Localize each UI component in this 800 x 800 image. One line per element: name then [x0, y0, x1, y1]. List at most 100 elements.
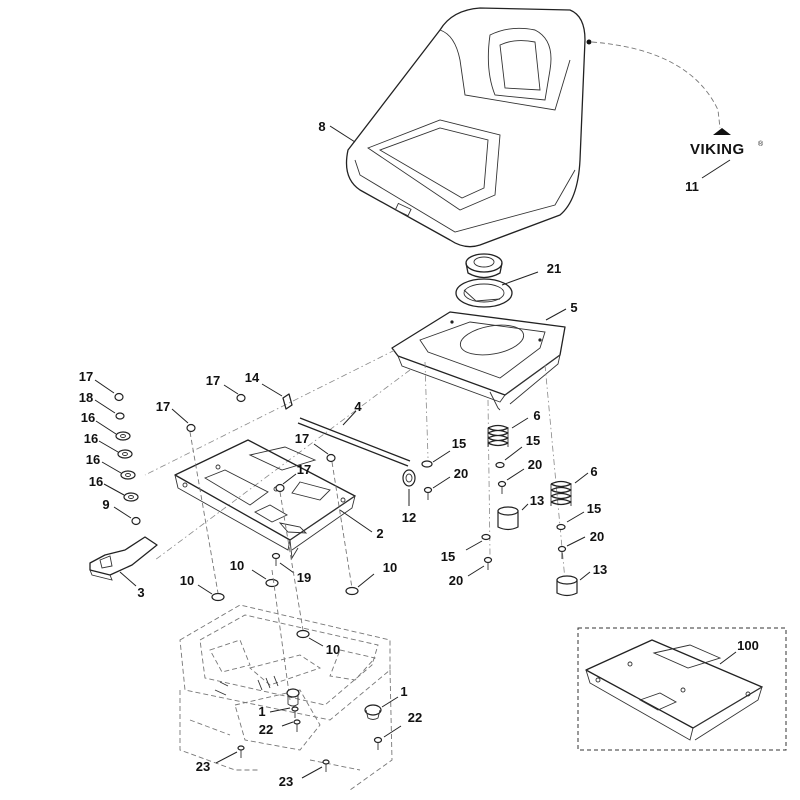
leader-8 [329, 125, 356, 143]
callout-17-d: 17 [295, 431, 309, 446]
callout-100: 100 [737, 638, 759, 653]
viking-logo: VIKING ® [690, 128, 764, 158]
leader-100 [719, 651, 737, 665]
callout-16-a: 16 [81, 410, 95, 425]
callout-16-d: 16 [89, 474, 103, 489]
callout-15-b: 15 [526, 433, 540, 448]
callout-23-a: 23 [196, 759, 210, 774]
callout-15-a: 15 [452, 436, 466, 451]
leader-20-d [467, 565, 485, 577]
left-hardware-stack [114, 392, 141, 526]
bushing-1-a [291, 706, 299, 718]
spring-6-b [550, 480, 572, 506]
callout-16-b: 16 [84, 431, 98, 446]
callout-5: 5 [570, 300, 577, 315]
leader-23-b [301, 766, 323, 779]
pivot-rod [297, 417, 411, 467]
callout-8: 8 [318, 119, 325, 134]
leader-20-c [566, 536, 586, 547]
seat-adjust-knob [465, 253, 503, 279]
seat [345, 7, 592, 248]
callout-15-c: 15 [587, 501, 601, 516]
callout-22-a: 22 [259, 722, 273, 737]
callout-1-a: 1 [258, 704, 265, 719]
callout-17-e: 17 [297, 462, 311, 477]
leader-21 [501, 271, 539, 286]
screw-20-d [483, 556, 493, 570]
callout-15-d: 15 [441, 549, 455, 564]
leader-5 [545, 308, 567, 321]
callout-10-d: 10 [326, 642, 340, 657]
leader-4 [342, 410, 357, 426]
seat-logo-link [591, 41, 721, 129]
callout-20-b: 20 [528, 457, 542, 472]
callout-20-c: 20 [590, 529, 604, 544]
bushing-1-b [364, 704, 382, 720]
leader-13-b [579, 571, 591, 581]
screw-19 [271, 552, 281, 566]
leader-15-a [432, 450, 451, 463]
alternate-seat-frame [585, 639, 763, 741]
callout-10-a: 10 [180, 573, 194, 588]
washer-15-c [556, 523, 566, 531]
guide-3 [331, 461, 353, 589]
leader-23-a [215, 751, 238, 764]
leader-22-a [281, 721, 294, 727]
screw-23-b [322, 759, 330, 772]
logo-text: VIKING [690, 141, 745, 158]
callout-12: 12 [402, 510, 416, 525]
leader-6-b [574, 472, 589, 484]
leader-11 [701, 159, 731, 179]
align-line-d [487, 399, 491, 556]
washer-15-d [481, 533, 491, 541]
leader-10-c [357, 573, 375, 588]
callout-23-b: 23 [279, 774, 293, 789]
seat-cover-ring [455, 278, 513, 308]
callout-4: 4 [354, 399, 362, 414]
leader-6-a [511, 417, 529, 429]
registered-mark: ® [758, 140, 764, 148]
clip-14 [282, 393, 293, 410]
leader-16-b [98, 440, 119, 453]
leader-16-a [95, 420, 117, 435]
guide-4 [271, 569, 291, 701]
nut-17-c [236, 393, 246, 403]
nut-17-e [275, 483, 285, 493]
leader-1-a [269, 707, 291, 713]
callout-22-b: 22 [408, 710, 422, 725]
callout-20-a: 20 [454, 466, 468, 481]
leader-17-b [171, 408, 189, 424]
leader-16-d [103, 483, 125, 496]
callout-21: 21 [547, 261, 561, 276]
nut-17-d [326, 453, 336, 463]
screw-23-a [237, 745, 245, 758]
callout-6-b: 6 [590, 464, 597, 479]
seat-tab [586, 39, 592, 45]
callout-16-c: 16 [86, 452, 100, 467]
washer-10-a [211, 592, 225, 602]
mounting-plate [391, 311, 566, 411]
leader-19 [279, 562, 295, 574]
guide-2 [279, 491, 304, 631]
callout-11: 11 [685, 179, 699, 194]
nut-17-b [186, 423, 196, 433]
screw-20-b [497, 480, 507, 494]
seat-slide-bracket [89, 536, 158, 581]
rod-end-cap [402, 469, 416, 487]
callout-10-b: 10 [230, 558, 244, 573]
washer-10-c [345, 586, 359, 596]
callout-10-c: 10 [383, 560, 397, 575]
leader-10-d [308, 637, 324, 647]
leader-17-d [313, 443, 329, 455]
washer-10-b [265, 578, 279, 588]
spring-6-a [487, 424, 509, 447]
buffer-13-a [497, 506, 519, 531]
screw-20-a [423, 486, 433, 500]
callout-3: 3 [137, 585, 144, 600]
mower-chassis [179, 604, 393, 791]
buffer-13-b [556, 575, 578, 597]
leader-17-a [94, 379, 115, 394]
align-line-c [424, 361, 429, 459]
callout-2: 2 [376, 526, 383, 541]
